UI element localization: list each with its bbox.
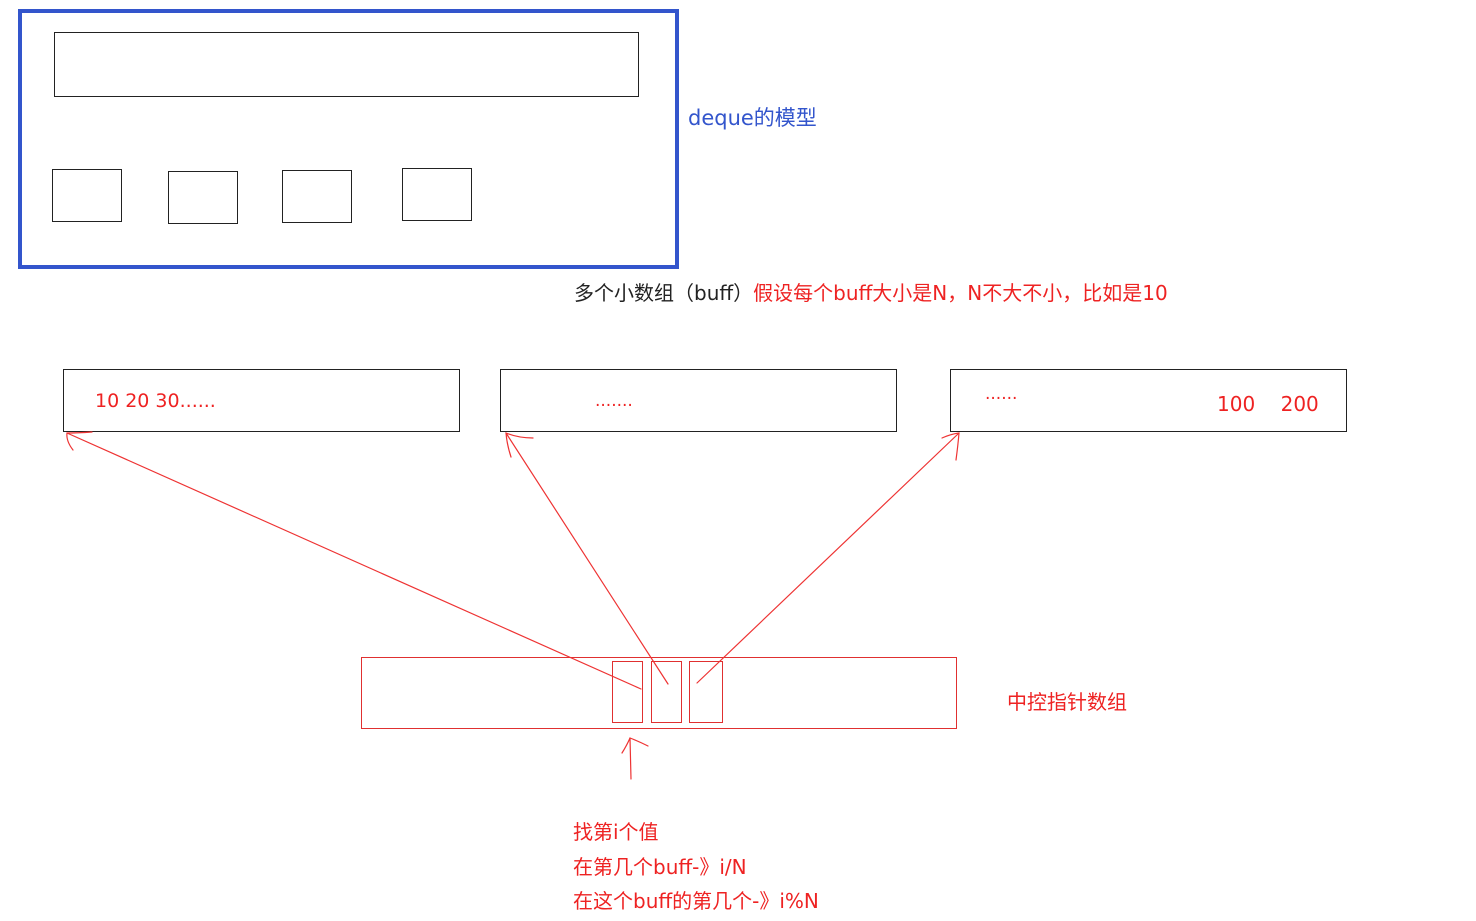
model-buffer-1 (52, 169, 122, 222)
buff-caption-note: 假设每个buff大小是N，N不大不小，比如是10 (753, 281, 1168, 305)
buffer-1-content: 10 20 30...... (95, 390, 216, 412)
model-map-bar (54, 32, 639, 97)
central-map-label: 中控指针数组 (1007, 690, 1127, 714)
buff-caption-prefix: 多个小数组（buff） (574, 281, 754, 305)
buffer-2 (500, 369, 897, 432)
buff-caption: 多个小数组（buff）假设每个buff大小是N，N不大不小，比如是10 (574, 281, 1168, 305)
model-buffer-2 (168, 171, 238, 224)
arrow-to-buffer-1 (66, 432, 642, 690)
map-slot-1 (612, 661, 643, 723)
buffer-3-content: ...... (985, 384, 1018, 404)
buffer-2-content: ....... (595, 391, 633, 411)
deque-model-frame (18, 9, 679, 269)
lookup-line-2: 在第几个buff-》i/N (573, 855, 747, 879)
map-slot-2 (651, 661, 682, 723)
arrow-to-buffer-2 (505, 432, 669, 685)
buffer-1 (63, 369, 460, 432)
buffer-3 (950, 369, 1347, 432)
arrowhead-map (621, 737, 649, 754)
arrowhead-buffer-3 (941, 432, 960, 461)
arrow-to-buffer-3 (696, 432, 960, 684)
model-buffer-4 (402, 168, 472, 221)
lookup-line-3: 在这个buff的第几个-》i%N (573, 889, 819, 913)
model-buffer-3 (282, 170, 352, 223)
arrowhead-buffer-2 (505, 432, 534, 458)
lookup-line-1: 找第i个值 (573, 820, 659, 844)
arrow-to-map (629, 737, 632, 780)
buffer-3-tail: 100 200 (1217, 392, 1319, 416)
map-slot-3 (689, 661, 723, 723)
model-label: deque的模型 (688, 106, 817, 130)
arrowhead-buffer-1 (66, 431, 93, 451)
